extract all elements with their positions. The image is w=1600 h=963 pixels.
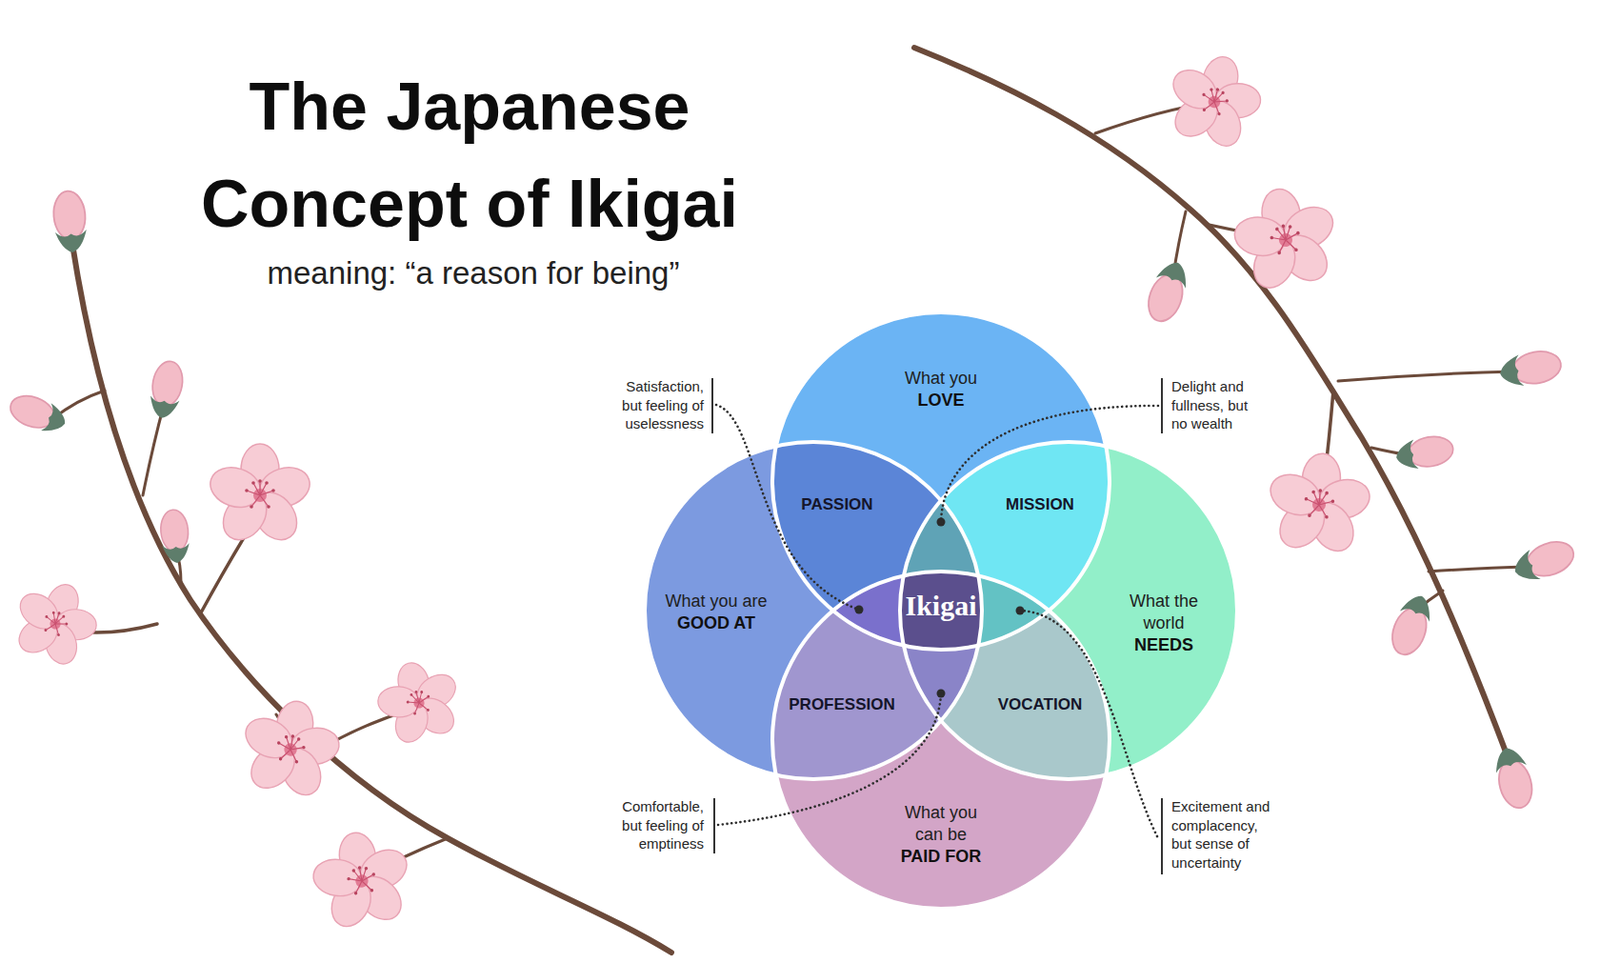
node-keyword: NEEDS — [1120, 634, 1208, 657]
node-label: What you can be — [897, 801, 985, 846]
leader-dot — [1016, 606, 1025, 616]
circle-fill — [772, 312, 1110, 650]
bud — [1394, 433, 1457, 473]
branch — [71, 238, 672, 953]
overlap-region: VOCATION — [994, 692, 1086, 717]
overlap-fill — [900, 441, 1238, 780]
branch-left — [52, 238, 672, 953]
leader-dot — [937, 518, 946, 527]
callout-brackets — [712, 378, 1162, 875]
overlap-region: PASSION — [797, 492, 877, 517]
twig — [1338, 371, 1515, 381]
node-label: What you are — [664, 590, 767, 613]
triple-overlap — [900, 441, 1238, 780]
blossom — [365, 651, 473, 755]
leader-dots — [855, 518, 1025, 699]
node-label: PASSION — [800, 494, 873, 515]
overlap-fill — [772, 312, 1110, 650]
circle-outline — [900, 441, 1238, 780]
overlap-fill — [900, 441, 1238, 780]
leader-line — [940, 405, 1159, 522]
blossom — [1260, 448, 1379, 562]
twig — [1428, 566, 1529, 572]
node-keyword: GOOD AT — [664, 612, 767, 635]
callout-note: Excitement and complacency, but sense of… — [1171, 797, 1275, 872]
callout-note: Satisfaction, but feeling of uselessness — [612, 377, 704, 434]
overlap-fill — [772, 312, 1110, 650]
node-label: VOCATION — [998, 694, 1082, 715]
overlap-fill — [900, 441, 1238, 780]
bud — [51, 189, 88, 254]
leader-dot — [855, 605, 864, 615]
node-keyword: LOVE — [904, 389, 978, 412]
callout-note: Delight and fullness, but no wealth — [1171, 377, 1263, 434]
triple-overlap — [900, 441, 1238, 780]
bud — [146, 359, 186, 421]
blossom — [204, 443, 315, 548]
blossom — [1222, 180, 1349, 302]
bud — [1497, 347, 1563, 390]
leader-dot — [937, 689, 946, 699]
node-label: Ikigai — [904, 589, 977, 622]
callout-bar — [713, 798, 716, 854]
venn-fills — [644, 312, 1238, 909]
blossom — [1154, 44, 1275, 161]
bud — [5, 390, 70, 439]
callout-bar — [1160, 798, 1163, 875]
center-overlap — [900, 441, 1238, 780]
subtitle-caption: meaning: “a reason for being” — [187, 255, 760, 292]
circle-outline — [772, 312, 1110, 650]
twig — [142, 404, 164, 496]
circle-outline — [772, 571, 1110, 909]
node-keyword: PAID FOR — [897, 845, 985, 868]
bud — [1490, 743, 1538, 812]
center-overlap — [900, 441, 1238, 780]
leader-lines — [716, 404, 1159, 839]
node-label: MISSION — [1005, 494, 1075, 515]
bud — [1509, 536, 1579, 587]
venn-circle: What you can bePAID FOR — [893, 800, 989, 870]
callout-bar — [711, 378, 714, 434]
node-label: PROFESSION — [788, 694, 895, 715]
overlap-region: PROFESSION — [784, 692, 899, 717]
callout-bar — [1160, 378, 1163, 434]
venn-circle: What youLOVE — [900, 365, 981, 414]
bud — [1142, 257, 1194, 326]
blossom — [230, 692, 351, 808]
bud — [1386, 590, 1438, 660]
center-region: Ikigai — [904, 589, 977, 622]
venn-circle: What you areGOOD AT — [660, 588, 771, 637]
page-title: The Japanese Concept of Ikigai — [164, 58, 775, 253]
node-label: What the world — [1120, 590, 1208, 635]
overlap-region: MISSION — [1001, 492, 1079, 517]
blossom — [301, 823, 422, 940]
overlap-fill — [900, 441, 1238, 780]
venn-outlines — [644, 312, 1238, 909]
node-label: What you — [904, 367, 978, 390]
bud — [159, 508, 191, 564]
blossom — [0, 570, 111, 680]
venn-circle: What the worldNEEDS — [1116, 588, 1212, 659]
callout-note: Comfortable, but feeling of emptiness — [612, 797, 704, 854]
